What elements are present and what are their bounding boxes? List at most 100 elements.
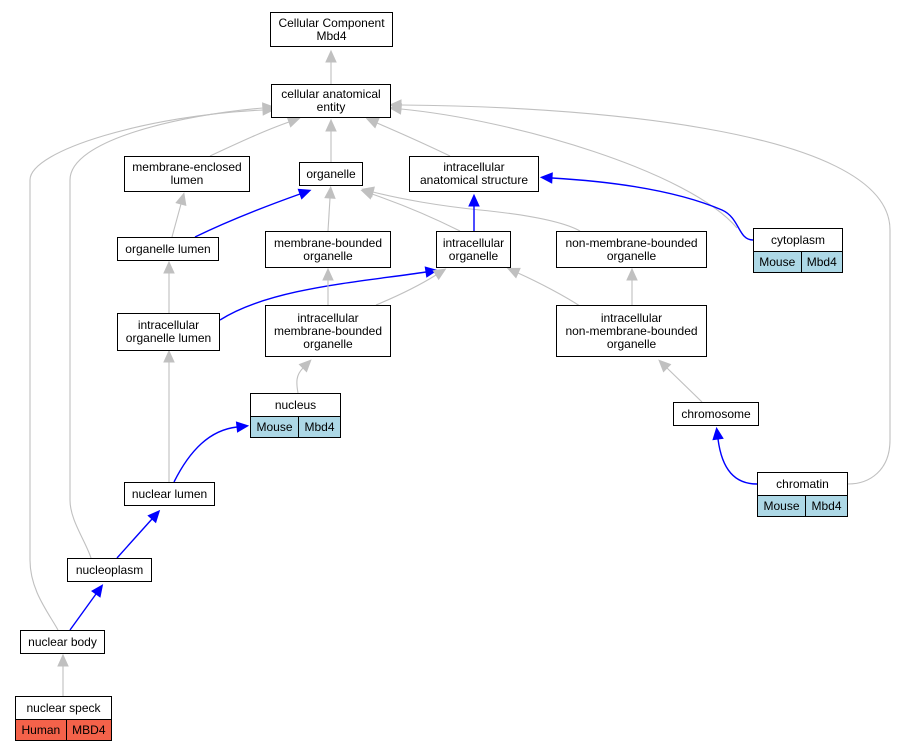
node-label: intracellular membrane-bounded organelle <box>273 310 383 351</box>
edge-layer <box>29 49 891 696</box>
edge-arrowhead <box>626 267 638 281</box>
edge-arrowhead <box>424 266 439 278</box>
edge-iol-to-io <box>219 266 439 321</box>
edge-arrowhead <box>658 359 672 373</box>
edge-arrowhead <box>324 185 336 199</box>
node-cae: cellular anatomical entity <box>271 84 391 118</box>
node-cytoplasm: cytoplasm <box>753 228 843 252</box>
node-chromosome: chromosome <box>673 402 759 426</box>
node-inmbo: intracellular non-membrane-bounded organ… <box>556 305 707 357</box>
edge-arrowhead <box>712 426 724 441</box>
edge-arrowhead <box>262 104 276 116</box>
edge-nucleus-to-imbo <box>296 359 312 394</box>
node-label: non-membrane-bounded organelle <box>565 235 698 263</box>
node-label: Cellular Component Mbd4 <box>278 15 385 43</box>
node-root: Cellular Component Mbd4 <box>270 12 393 47</box>
edge-line <box>171 203 182 238</box>
annotation-gene: Mbd4 <box>801 251 843 273</box>
edge-inmbo-to-nmbo <box>626 267 638 305</box>
edge-nuclumen-to-nucleus <box>173 421 250 483</box>
edge-arrowhead <box>325 118 337 132</box>
edge-line <box>69 593 97 631</box>
edge-nucbody-to-nucleoplasm <box>69 584 104 631</box>
edge-line <box>29 109 264 631</box>
edge-imbo-to-mbo <box>322 267 334 305</box>
edge-nmbo-to-organelle <box>361 186 581 232</box>
edge-nucleoplasm-to-nuclumen <box>116 509 161 559</box>
edge-iol-to-orglumen <box>163 260 175 313</box>
node-ias: intracellular anatomical structure <box>409 156 539 192</box>
annotation-gene: MBD4 <box>66 719 112 741</box>
edge-line <box>717 438 758 485</box>
edge-line <box>209 121 290 157</box>
edge-organelle-to-cae <box>325 118 337 162</box>
edge-arrowhead <box>388 99 402 111</box>
edge-line <box>666 367 703 403</box>
edge-line <box>400 104 891 485</box>
node-label: nucleus <box>274 397 317 412</box>
edge-line <box>116 518 153 559</box>
node-nmbo: non-membrane-bounded organelle <box>556 231 707 268</box>
edge-nucbody-to-cae <box>29 104 276 631</box>
edge-cae-to-root <box>325 49 337 84</box>
edge-arrowhead <box>506 267 521 279</box>
edge-arrowhead <box>322 267 334 281</box>
node-orglumen: organelle lumen <box>117 237 219 261</box>
node-iol: intracellular organelle lumen <box>117 313 220 351</box>
node-label: intracellular organelle lumen <box>125 318 212 345</box>
node-label: organelle <box>306 166 356 181</box>
edge-chromatin-to-cae <box>388 99 891 485</box>
edge-line <box>376 122 451 157</box>
node-label: chromatin <box>776 476 829 491</box>
node-imbo: intracellular membrane-bounded organelle <box>265 305 391 357</box>
annotation-species: Human <box>15 719 67 741</box>
edge-chromatin-to-chromosome <box>712 426 758 485</box>
edge-line <box>371 193 461 232</box>
edge-cytoplasm-to-ias <box>539 172 754 241</box>
node-nucleoplasm: nucleoplasm <box>67 558 152 582</box>
edge-line <box>517 272 584 309</box>
edge-arrowhead <box>297 188 312 200</box>
node-label: chromosome <box>681 406 751 421</box>
edge-orglumen-to-mel <box>171 192 187 238</box>
node-nucbody: nuclear body <box>20 630 105 654</box>
edge-arrowhead <box>163 260 175 274</box>
edge-arrowhead <box>235 421 250 433</box>
edge-line <box>173 426 238 483</box>
node-label: cellular anatomical entity <box>281 87 381 114</box>
edge-arrowhead <box>286 116 301 128</box>
edge-line <box>375 274 437 306</box>
edge-arrowhead <box>361 186 375 198</box>
node-label: membrane-bounded organelle <box>273 235 383 263</box>
edge-io-to-ias <box>468 193 480 231</box>
edge-arrowhead <box>432 268 447 281</box>
node-mbo: membrane-bounded organelle <box>265 231 391 268</box>
annotation-gene: Mbd4 <box>806 495 848 517</box>
edge-line <box>194 193 301 238</box>
node-label: membrane-enclosed lumen <box>132 160 242 187</box>
node-io: intracellular organelle <box>436 231 511 268</box>
node-mel: membrane-enclosed lumen <box>124 156 250 192</box>
node-speck: nuclear speck <box>15 696 112 720</box>
edge-ias-to-cae <box>365 117 451 157</box>
node-label: intracellular non-membrane-bounded organ… <box>565 310 698 351</box>
node-label: intracellular anatomical structure <box>419 160 529 187</box>
edge-imbo-to-io <box>375 268 447 306</box>
edge-arrowhead <box>163 349 175 363</box>
annotation-species: Mouse <box>250 416 299 438</box>
node-label: nuclear body <box>28 634 97 649</box>
edge-orglumen-to-organelle <box>194 188 312 238</box>
edge-arrowhead <box>57 653 69 667</box>
edge-arrowhead <box>539 172 553 184</box>
edge-mbo-to-organelle <box>324 185 336 232</box>
edge-speck-to-nucbody <box>57 653 69 696</box>
edge-line <box>219 271 427 321</box>
annotation-species: Mouse <box>757 495 806 517</box>
edge-nuclumen-to-iol <box>163 349 175 482</box>
node-label: organelle lumen <box>125 241 211 256</box>
node-label: nucleoplasm <box>75 562 144 577</box>
edge-mel-to-cae <box>209 116 301 157</box>
